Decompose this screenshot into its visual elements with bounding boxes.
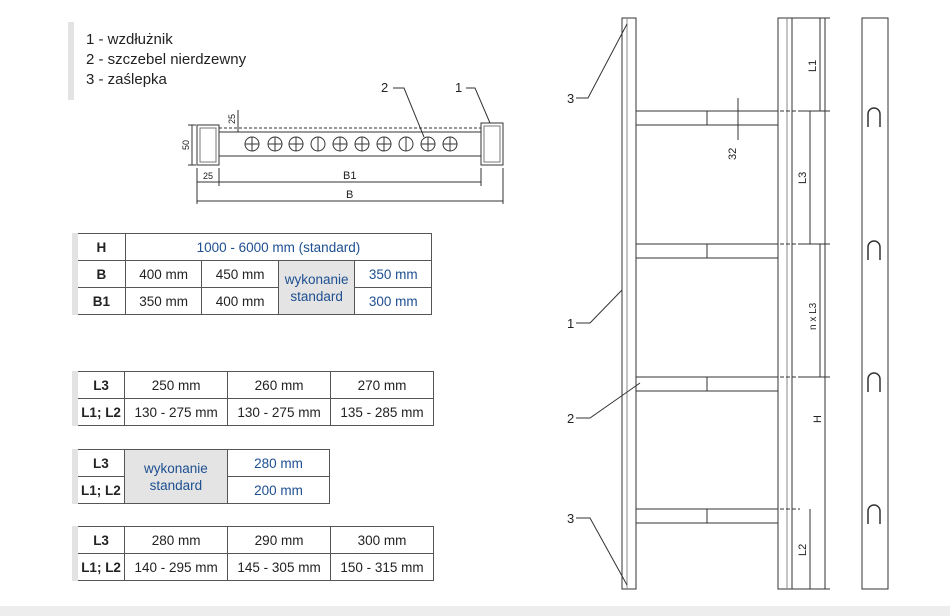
row-label-l1-l2: L1; L2 (74, 398, 126, 426)
dim-32: 32 (727, 148, 739, 160)
row-label-l3: L3 (74, 526, 126, 554)
l3-value-3: 300 mm (330, 526, 434, 554)
rung-drawing (188, 87, 504, 204)
b-value-2: 450 mm (201, 260, 279, 288)
row-label-l1-l2: L1; L2 (74, 553, 126, 581)
b-value-3: 350 mm (354, 260, 432, 288)
dim-b: B (346, 189, 353, 201)
b1-value-2: 400 mm (201, 287, 279, 315)
l1l2-value-2: 145 - 305 mm (227, 553, 332, 581)
dim-25-top: 25 (227, 114, 237, 124)
standard-cell: wykonanie standard (277, 260, 356, 315)
row-label-l3: L3 (74, 371, 126, 399)
std-l1l2-value: 200 mm (226, 476, 331, 504)
ladder-callout-2: 2 (567, 411, 574, 426)
rung-holes (244, 136, 458, 152)
rung-callout-1: 1 (455, 80, 462, 95)
l3-value-2: 260 mm (227, 371, 332, 399)
ladder-drawing (576, 17, 889, 590)
table-l3-standard: L3 wykonanie standard 280 mm L1; L2 200 … (72, 449, 331, 504)
l1l2-value-1: 130 - 275 mm (124, 398, 229, 426)
ladder-callout-3-top: 3 (567, 91, 574, 106)
row-label-l1-l2: L1; L2 (74, 476, 125, 504)
row-label-h: H (74, 233, 126, 261)
std-l3-value: 280 mm (226, 449, 331, 477)
standard-cell: wykonanie standard (123, 449, 228, 504)
side-rail-right (777, 17, 793, 590)
b1-value-3: 300 mm (354, 287, 432, 315)
dim-l2: L2 (797, 544, 809, 556)
table-l3-b: L3 280 mm 290 mm 300 mm L1; L2 140 - 295… (72, 526, 434, 581)
end-cap-right (480, 122, 504, 166)
l1l2-value-3: 135 - 285 mm (330, 398, 434, 426)
row-label-l3: L3 (74, 449, 125, 477)
ladder-rungs (635, 110, 800, 524)
side-rail-left (621, 17, 637, 590)
dim-25-bottom: 25 (203, 171, 213, 181)
row-label-b1: B1 (74, 287, 126, 315)
profile-rung-symbols (867, 107, 881, 524)
legend-item-2: 2 - szczebel nierdzewny (86, 51, 247, 68)
l3-value-1: 280 mm (124, 526, 229, 554)
dim-n-x-l3: n x L3 (808, 302, 819, 330)
l3-value-2: 290 mm (227, 526, 332, 554)
table-h-b: H 1000 - 6000 mm (standard) B 400 mm 450… (72, 233, 433, 315)
row-label-b: B (74, 260, 126, 288)
dim-l1: L1 (807, 60, 819, 72)
side-rail-profile (861, 17, 889, 590)
l3-value-1: 250 mm (124, 371, 229, 399)
ladder-callout-1: 1 (567, 316, 574, 331)
ladder-callout-3-bottom: 3 (567, 511, 574, 526)
l3-value-3: 270 mm (330, 371, 434, 399)
dim-l3: L3 (797, 172, 809, 184)
rung-callout-2: 2 (381, 80, 388, 95)
bottom-bar (0, 606, 950, 616)
b-value-1: 400 mm (124, 260, 203, 288)
dim-h: H (812, 415, 824, 423)
legend-item-3: 3 - zaślepka (86, 71, 167, 88)
h-range: 1000 - 6000 mm (standard) (124, 233, 433, 261)
end-cap-left (196, 124, 220, 166)
legend-item-1: 1 - wzdłużnik (86, 31, 173, 48)
l1l2-value-1: 140 - 295 mm (124, 553, 229, 581)
b1-value-1: 350 mm (124, 287, 203, 315)
dim-50: 50 (181, 140, 191, 150)
l1l2-value-2: 130 - 275 mm (227, 398, 332, 426)
table-l3-a: L3 250 mm 260 mm 270 mm L1; L2 130 - 275… (72, 371, 434, 426)
legend: 1 - wzdłużnik 2 - szczebel nierdzewny 3 … (68, 22, 334, 100)
dim-b1: B1 (343, 170, 356, 182)
l1l2-value-3: 150 - 315 mm (330, 553, 434, 581)
